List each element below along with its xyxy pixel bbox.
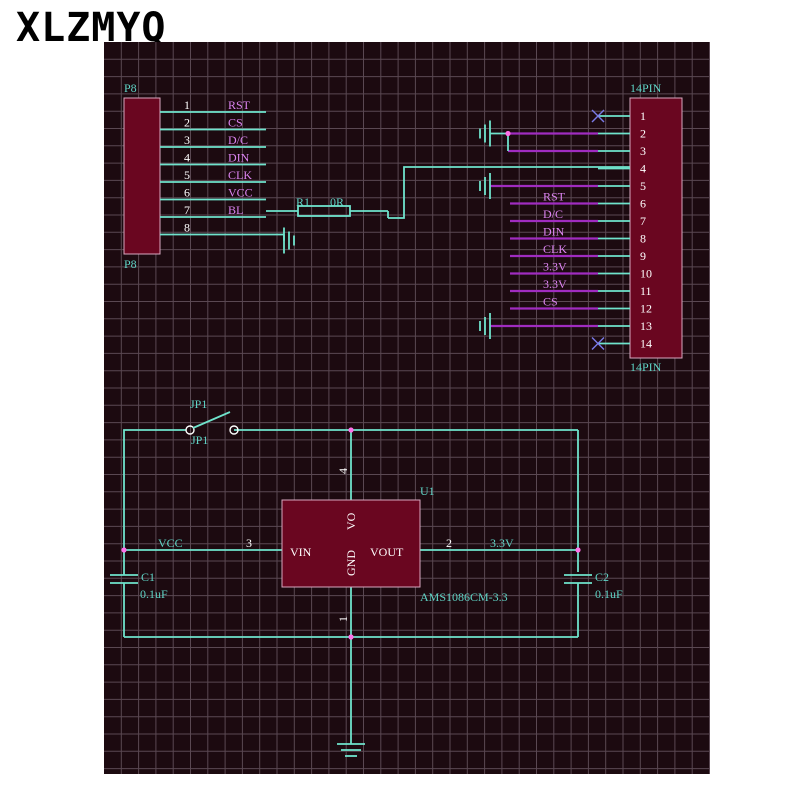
p8-pin-number: 4 (184, 151, 190, 165)
pin14-pin-number: 14 (640, 337, 652, 351)
no-connect-mark (591, 109, 605, 123)
p8-ref-bottom: P8 (124, 257, 137, 271)
pin14-pin-number: 5 (640, 179, 646, 193)
p8-net-label: CS (228, 116, 243, 130)
u1-num-vo: 4 (336, 468, 350, 474)
p8-pin-number: 6 (184, 186, 190, 200)
pin14-net-label: 3.3V (543, 277, 567, 291)
c1-value: 0.1uF (140, 587, 168, 601)
p8-net-label: CLK (228, 168, 252, 182)
capacitor-c2[interactable]: C2 0.1uF (564, 570, 623, 601)
p8-pin-number: 7 (184, 203, 190, 217)
u1-num-gnd: 1 (336, 616, 350, 622)
gnd-symbol-p8 (266, 227, 295, 254)
u1-pin-vin: VIN (290, 545, 312, 559)
capacitor-c1[interactable]: C1 0.1uF (110, 570, 168, 601)
jp1-contact-right (229, 425, 239, 435)
p8-net-label: BL (228, 203, 243, 217)
u1-pin-vo: VO (344, 512, 358, 530)
pin14-pin-number: 12 (640, 302, 652, 316)
pin14-pin-number: 10 (640, 267, 652, 281)
pin14-net-label: RST (543, 190, 566, 204)
pin14-pin-number: 4 (640, 162, 646, 176)
jp1-contact-left (185, 425, 195, 435)
connector-14pin[interactable]: 14PIN 14PIN 123456RST7D/C8DIN9CLK103.3V1… (510, 81, 683, 374)
u1-num-vout: 2 (446, 536, 452, 550)
pin14-pin-number: 6 (640, 197, 646, 211)
c2-value: 0.1uF (595, 587, 623, 601)
p8-pin-number: 3 (184, 133, 190, 147)
p8-net-label: VCC (228, 186, 253, 200)
connector-p8[interactable]: P8 P8 1 RST 2 CS 3 D/C 4 DIN 5 CLK 6 VCC 7 BL 8 (123, 81, 266, 271)
u1-pin-vout: VOUT (370, 545, 404, 559)
p8-pin-number: 1 (184, 98, 190, 112)
junction-dot (348, 634, 354, 640)
regulator-u1[interactable]: U1 VIN VOUT GND VO 3 2 4 1 AMS1086CM-3.3 (246, 468, 508, 622)
u1-ref: U1 (420, 484, 435, 498)
pin14-net-label: CLK (543, 242, 567, 256)
junction-dot (348, 427, 354, 433)
junction-dot (575, 547, 581, 553)
pin14-net-label: CS (543, 295, 558, 309)
no-connect-mark (591, 337, 605, 350)
net-label-3v3: 3.3V (490, 536, 514, 550)
c2-ref: C2 (595, 570, 609, 584)
resistor-r1[interactable]: R1 0R (266, 166, 630, 219)
brand-watermark: XLZMYQ (16, 5, 167, 51)
pin14-net-label: 3.3V (543, 260, 567, 274)
c1-ref: C1 (141, 570, 155, 584)
gnd-symbols-14pin (479, 120, 598, 339)
pin14-pin-number: 9 (640, 249, 646, 263)
jp1-ref-2: JP1 (191, 433, 208, 447)
p8-pin-number: 8 (184, 221, 190, 235)
pin14-body (629, 97, 683, 359)
jumper-jp1[interactable]: JP1 JP1 (185, 397, 239, 447)
gnd-symbol-bottom (337, 743, 365, 757)
net-label-vcc: VCC (158, 536, 183, 550)
p8-pin-number: 2 (184, 116, 190, 130)
p8-net-label: DIN (228, 151, 250, 165)
junction-dot (505, 130, 511, 137)
u1-num-vin: 3 (246, 536, 252, 550)
junction-dot (121, 547, 127, 553)
pin14-pin-number: 7 (640, 214, 646, 228)
jp1-ref: JP1 (190, 397, 207, 411)
u1-pin-gnd: GND (344, 550, 358, 576)
pin14-pin-number: 2 (640, 127, 646, 141)
pin14-pin-number: 11 (640, 284, 652, 298)
pin14-pin-number: 8 (640, 232, 646, 246)
pin14-pin-number: 3 (640, 144, 646, 158)
u1-body (281, 499, 421, 588)
pin14-net-label: DIN (543, 225, 565, 239)
p8-ref-top: P8 (124, 81, 137, 95)
p8-body (123, 97, 161, 255)
u1-part-number: AMS1086CM-3.3 (420, 590, 508, 604)
p8-net-label: D/C (228, 133, 248, 147)
junction-dots (121, 130, 581, 640)
pin14-net-label: D/C (543, 207, 563, 221)
p8-net-label: RST (228, 98, 251, 112)
pin14-ref-top: 14PIN (630, 81, 662, 95)
pin14-pin-number: 13 (640, 319, 652, 333)
pin14-pin-number: 1 (640, 109, 646, 123)
pin14-ref-bottom: 14PIN (630, 360, 662, 374)
p8-pin-number: 5 (184, 168, 190, 182)
